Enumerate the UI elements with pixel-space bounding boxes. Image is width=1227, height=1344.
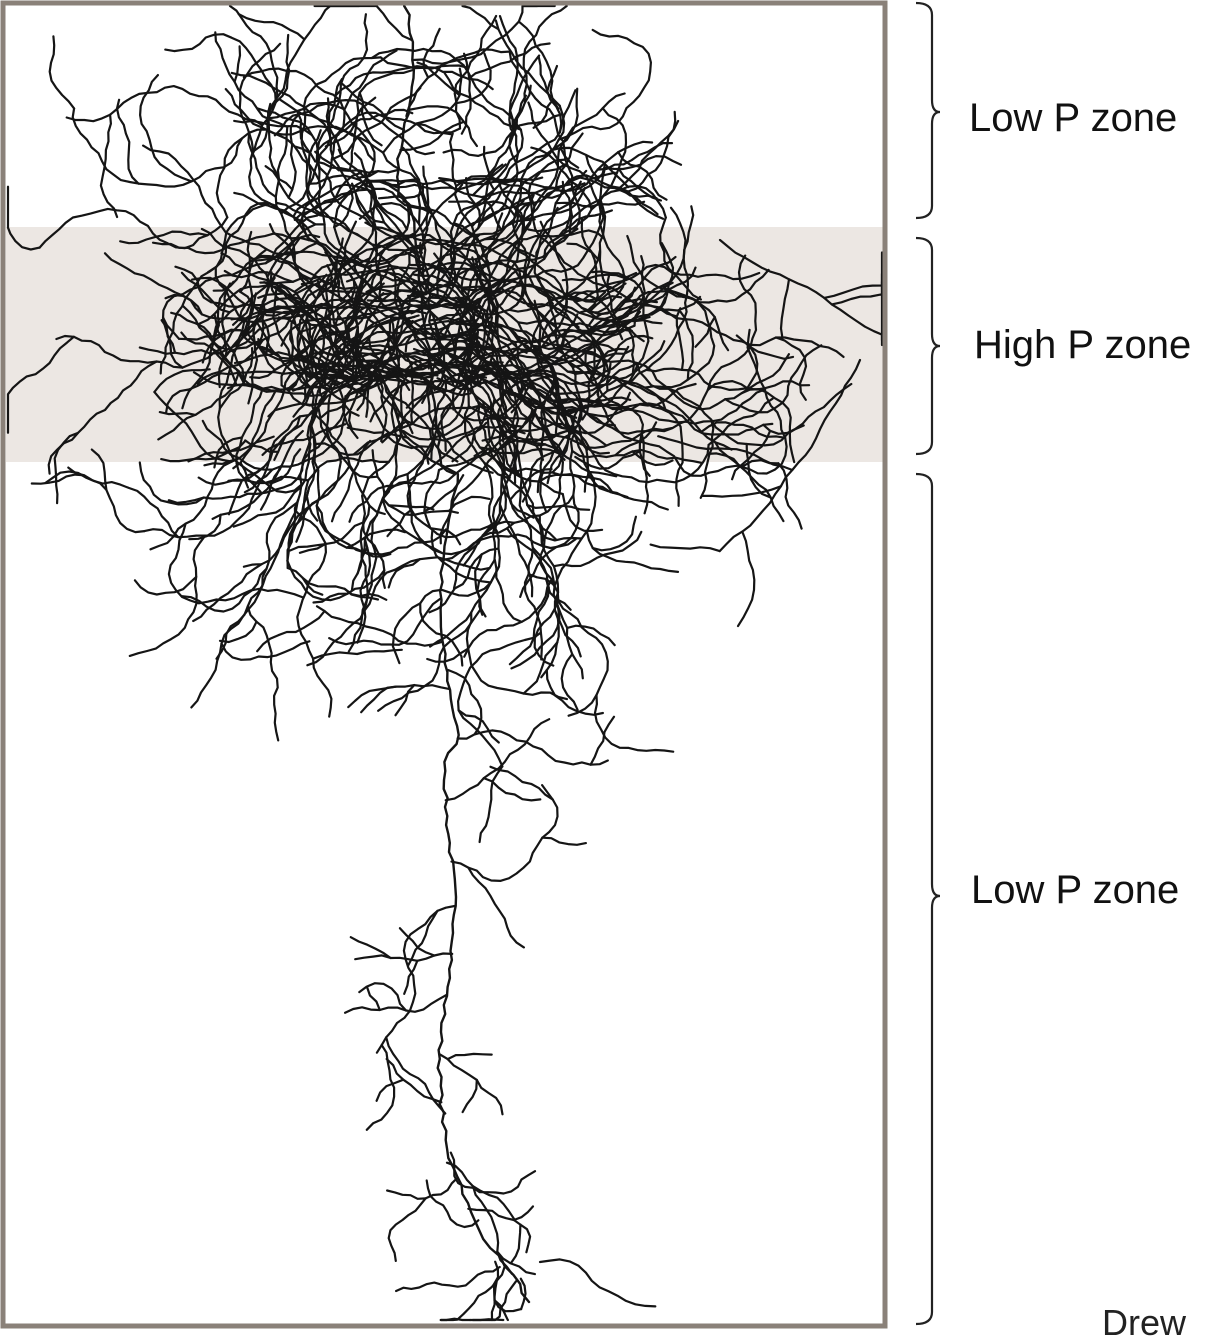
- root-segment: [458, 730, 608, 764]
- root-segment: [542, 838, 586, 845]
- root-segment: [651, 545, 720, 552]
- root-segment: [448, 1054, 492, 1059]
- root-segment: [377, 1080, 404, 1101]
- root-segment: [315, 6, 412, 40]
- root-segment: [345, 995, 446, 1013]
- root-segment: [32, 475, 84, 484]
- root-segment: [367, 987, 380, 1010]
- low-p-zone-label-bottom: Low P zone: [971, 868, 1179, 913]
- root-segment: [347, 530, 405, 548]
- root-segment: [386, 1037, 445, 1113]
- root-segment: [408, 911, 438, 966]
- root-segment: [540, 1259, 655, 1306]
- root-segment: [351, 937, 391, 958]
- root-segment: [248, 607, 279, 741]
- root-segment: [130, 536, 205, 656]
- root-segment: [296, 511, 332, 716]
- root-segment: [738, 532, 754, 627]
- root-segment: [67, 86, 263, 125]
- root-segment: [458, 633, 541, 767]
- root-segment: [440, 1055, 503, 1115]
- root-system: [8, 6, 882, 1320]
- root-segment: [591, 717, 614, 765]
- bracket-top: [916, 3, 940, 218]
- bracket-middle: [916, 238, 940, 454]
- root-segment: [524, 642, 558, 693]
- root-segment: [463, 1080, 477, 1112]
- root-segment: [468, 868, 524, 948]
- root-segment: [510, 579, 549, 664]
- root-segment: [595, 695, 673, 752]
- root-segment: [559, 30, 651, 140]
- high-p-zone-label: High P zone: [974, 323, 1191, 368]
- credit-text: Drew: [1102, 1302, 1186, 1344]
- root-segment: [511, 1225, 520, 1263]
- root-segment: [257, 611, 324, 651]
- root-segment: [377, 906, 455, 1053]
- root-segment: [193, 564, 261, 621]
- root-segment: [50, 36, 74, 108]
- root-segment: [547, 670, 603, 715]
- low-p-zone-label-top: Low P zone: [969, 96, 1177, 141]
- root-segment: [235, 46, 240, 81]
- root-segment: [396, 1267, 500, 1291]
- root-segment: [191, 502, 297, 707]
- root-segment: [165, 34, 275, 102]
- root-segment: [464, 54, 523, 182]
- root-segment: [514, 1206, 533, 1220]
- root-segment: [620, 121, 678, 188]
- root-segment: [452, 785, 558, 881]
- root-segment: [389, 559, 420, 587]
- root-segment: [389, 1178, 458, 1261]
- root-segment: [68, 468, 144, 532]
- root-segment: [367, 1045, 394, 1130]
- root-segment: [117, 100, 139, 184]
- root-segment: [448, 670, 481, 734]
- root-segment: [222, 641, 310, 660]
- root-segment: [605, 156, 681, 169]
- root-segment: [387, 1191, 426, 1199]
- root-segment: [135, 577, 196, 595]
- bracket-bottom: [916, 474, 940, 1324]
- root-segment: [587, 531, 678, 572]
- root-segment: [463, 6, 499, 29]
- root-segment: [140, 463, 204, 505]
